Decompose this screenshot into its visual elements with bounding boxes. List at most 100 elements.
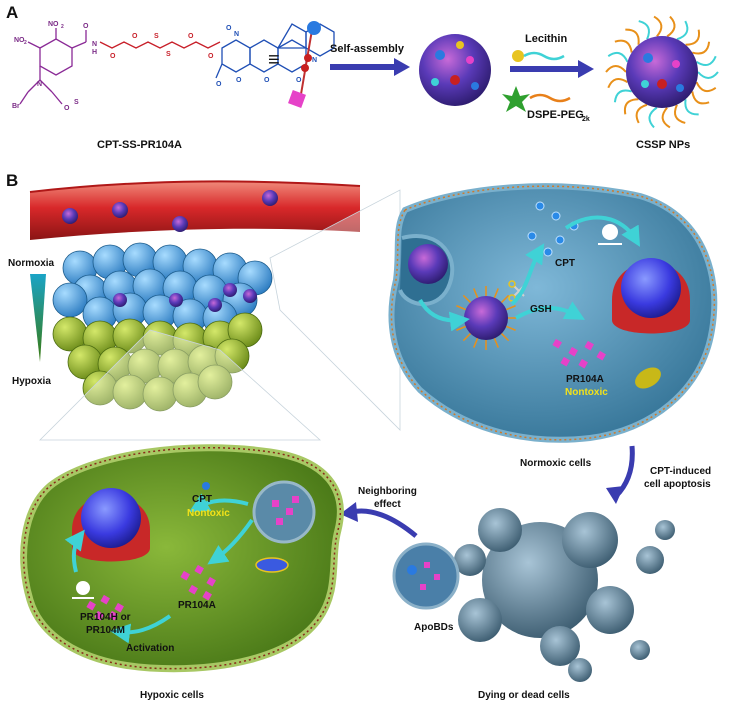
apoptotic-fragment — [562, 512, 618, 568]
tumor-nanoparticle — [113, 293, 127, 307]
hypoxic-cell — [20, 444, 344, 673]
cpt-molecule — [543, 247, 553, 257]
lecithin-icon — [512, 50, 565, 62]
cssp-nanoparticle — [605, 15, 719, 129]
peg-chain — [692, 41, 711, 55]
apoptotic-fragment — [458, 598, 502, 642]
nontoxic-label-hypoxic: Nontoxic — [187, 508, 230, 519]
cpt-n2: N — [312, 57, 317, 64]
apoptotic-fragment — [586, 586, 634, 634]
tumor-nanoparticle — [208, 298, 222, 312]
cpt-o4: O — [226, 25, 232, 32]
apoptotic-fragment — [454, 544, 486, 576]
hypoxic-zoom-cone — [39, 329, 322, 441]
compound-label: CPT-SS-PR104A — [97, 139, 182, 151]
apoptotic-fragment — [478, 508, 522, 552]
cpt-molecule — [535, 201, 545, 211]
tumor-nanoparticle — [169, 293, 183, 307]
oxygen-gradient-bar — [30, 274, 46, 362]
linker-o4: O — [208, 53, 214, 60]
peg-chain — [635, 103, 648, 124]
linker-o2: O — [132, 33, 138, 40]
gsh-label: GSH — [530, 304, 552, 315]
dying-cells-label: Dying or dead cells — [478, 690, 570, 701]
cpt-molecule — [527, 231, 537, 241]
pr104a-label-hypoxic: PR104A — [178, 600, 216, 611]
hypoxic-tumor-cells — [52, 312, 263, 412]
dying-cell-cluster — [454, 508, 675, 682]
ms-s-atom: S — [74, 99, 79, 106]
linker-o1: O — [110, 53, 116, 60]
peg-chain — [493, 288, 499, 298]
pr104h-line2: PR104M — [86, 625, 125, 636]
peg-chain — [501, 333, 510, 342]
peg-chain — [625, 28, 640, 45]
normoxic-cells-label: Normoxic cells — [520, 458, 592, 469]
cpt-o3: O — [264, 77, 270, 84]
normoxic-tumor-cell — [52, 282, 88, 318]
peg-chain — [661, 106, 671, 129]
hypoxic-tumor-cell — [214, 338, 250, 374]
nanoparticle-core — [419, 34, 491, 106]
peg-chain — [506, 305, 516, 311]
normoxic-zoom-cone — [269, 189, 401, 431]
peg-chain — [456, 305, 466, 311]
pr104a-molecule — [560, 356, 570, 367]
neighboring-arrowhead — [340, 502, 358, 522]
pr104-molecule — [180, 570, 190, 581]
coating-arrow — [510, 60, 594, 78]
peg-chain — [648, 106, 658, 129]
pr104-molecule — [194, 564, 204, 575]
pr104a-molecule — [568, 346, 578, 357]
pr104-molecule — [206, 576, 216, 587]
cpt-molecule — [555, 235, 565, 245]
peg-chain — [685, 29, 701, 46]
peg-chain — [691, 91, 710, 105]
cssp-label: CSSP NPs — [636, 139, 690, 151]
nontoxic-label-normoxic: Nontoxic — [565, 387, 608, 398]
self-assembly-arrow — [330, 58, 410, 76]
tumor-nanoparticle — [243, 289, 257, 303]
tumor-nanoparticle — [223, 283, 237, 297]
pr104-molecule — [188, 584, 198, 595]
cpt-o2: O — [236, 77, 242, 84]
cpt-o1: O — [216, 81, 222, 88]
br-atom: Br — [12, 103, 20, 110]
pr104-molecule — [202, 590, 212, 601]
linker-o3: O — [188, 33, 194, 40]
activation-label: Activation — [126, 643, 174, 654]
no2-left-n: N — [14, 37, 19, 44]
dspe-peg-label: DSPE-PEG — [527, 109, 584, 121]
dspe-peg-sub: 2k — [582, 116, 590, 123]
pr104-molecule — [94, 610, 104, 621]
no2-top-label: NO — [48, 21, 59, 28]
neighboring-line1: Neighboring — [358, 486, 417, 497]
molecule-icon — [288, 21, 321, 108]
no2-left-sub: 2 — [24, 40, 27, 46]
amide-n: N — [92, 41, 97, 48]
pr104a-molecule — [584, 340, 594, 351]
apoptotic-body — [392, 542, 460, 610]
pr104-molecule — [108, 610, 118, 621]
peg-chain — [666, 15, 676, 38]
peg-chain — [506, 325, 516, 331]
peg-chain — [696, 55, 717, 67]
peg-chain — [684, 99, 699, 116]
peg-chain — [674, 104, 686, 124]
peg-chain — [473, 288, 479, 298]
pr104-molecules-hypoxic — [86, 564, 216, 621]
pr104a-molecule — [578, 358, 588, 369]
cpt-molecule — [551, 211, 561, 221]
normoxic-arrows — [418, 215, 641, 332]
peg-chain — [676, 20, 689, 41]
cpt-n1: N — [234, 31, 239, 38]
cpt-induced-line1: CPT-induced — [650, 466, 711, 477]
dspe-peg-icon — [502, 86, 571, 112]
amide-h: H — [92, 49, 97, 56]
hypoxic-arrows — [64, 493, 254, 644]
apoptotic-fragment — [540, 626, 580, 666]
pr104a-structure — [19, 28, 87, 105]
pr104-molecule — [114, 602, 124, 613]
linker-s1: S — [154, 33, 159, 40]
